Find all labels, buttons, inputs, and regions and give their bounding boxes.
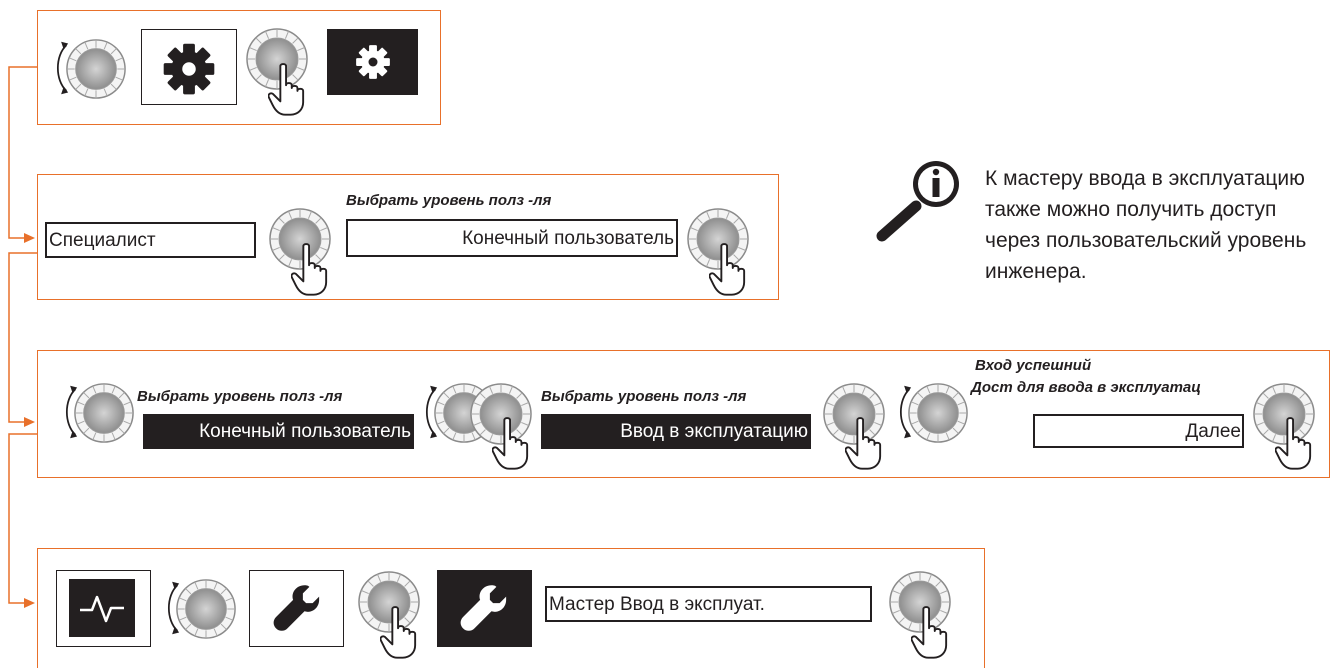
press-hand-icon [845, 416, 883, 470]
press-hand-icon [268, 62, 306, 116]
user-level-selected-text: Конечный пользователь [199, 421, 411, 442]
info-magnifier-icon [876, 161, 959, 242]
next-button-label: Далее [1185, 420, 1241, 442]
press-hand-icon [709, 242, 747, 296]
step-2-panel [37, 174, 779, 300]
user-level-field[interactable]: Конечный пользователь [346, 219, 678, 257]
press-hand-icon [911, 605, 949, 659]
press-hand-icon [380, 605, 418, 659]
commissioning-access-label: Дост для ввода в эксплуатац [971, 379, 1201, 396]
gear-icon [355, 44, 391, 80]
wrench-icon [272, 582, 324, 634]
select-level-label: Выбрать уровень полз -ля [346, 192, 552, 209]
settings-menu-box[interactable] [141, 29, 237, 105]
dial-knob-icon[interactable] [73, 382, 135, 444]
step-3-panel [37, 350, 1330, 478]
next-button[interactable]: Далее [1033, 414, 1244, 448]
service-selected-box[interactable] [437, 570, 532, 647]
step-4-panel [37, 548, 985, 668]
login-success-label: Вход успешний [975, 357, 1092, 374]
commissioning-wizard-field[interactable]: Мастер Ввод в эксплуат. [545, 586, 872, 622]
settings-selected-box[interactable] [327, 29, 418, 95]
diagnostics-menu-box[interactable] [56, 570, 151, 647]
select-level-label: Выбрать уровень полз -ля [541, 388, 747, 405]
commissioning-wizard-text: Мастер Ввод в эксплуат. [549, 593, 765, 615]
commissioning-selected-text: Ввод в эксплуатацию [620, 421, 808, 442]
select-level-label: Выбрать уровень полз -ля [137, 388, 343, 405]
info-note: К мастеру ввода в эксплуатацию также мож… [985, 167, 1307, 283]
dial-knob-icon[interactable] [175, 578, 237, 640]
gear-icon [162, 42, 216, 96]
specialist-field[interactable]: Специалист [45, 222, 256, 258]
user-level-selected[interactable]: Конечный пользователь [143, 414, 414, 449]
user-level-value: Конечный пользователь [462, 227, 674, 249]
dial-knob-icon[interactable] [65, 38, 127, 100]
step-1-panel [37, 10, 441, 125]
specialist-field-text: Специалист [49, 229, 156, 251]
press-hand-icon [1275, 416, 1313, 470]
pulse-tile [69, 579, 135, 637]
press-hand-icon [492, 416, 530, 470]
commissioning-selected[interactable]: Ввод в эксплуатацию [541, 414, 811, 449]
dial-knob-icon[interactable] [907, 382, 969, 444]
flow-connector [8, 66, 37, 608]
service-menu-box[interactable] [249, 570, 344, 647]
press-hand-icon [291, 242, 329, 296]
pulse-icon [80, 595, 124, 623]
wrench-icon [459, 582, 511, 634]
